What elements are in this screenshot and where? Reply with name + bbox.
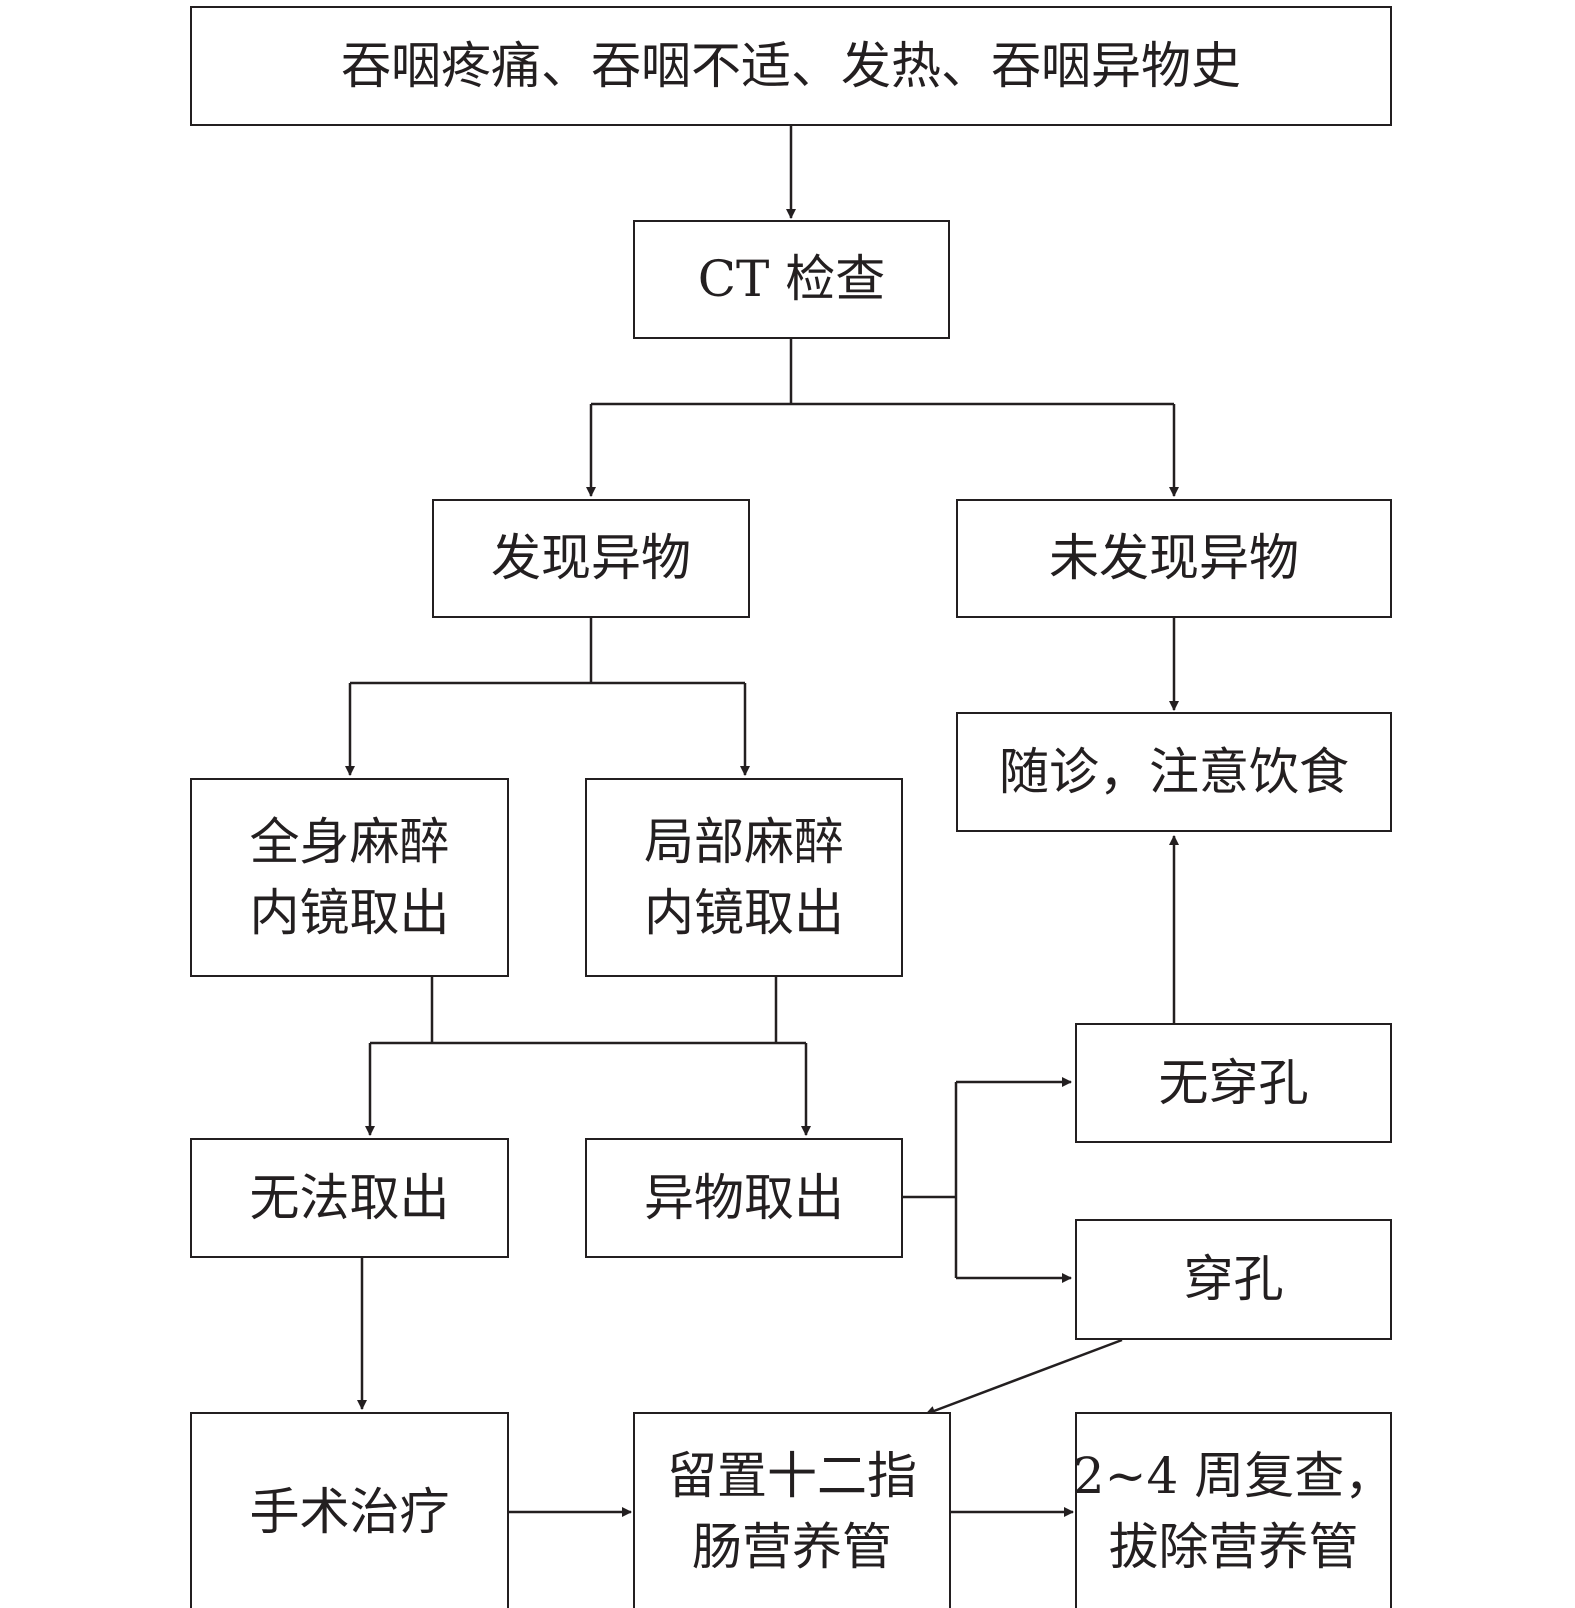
cannot-remove-box: 无法取出 xyxy=(190,1138,509,1258)
follow-up-diet-box: 随诊，注意饮食 xyxy=(956,712,1392,832)
duodenal-tube-line1: 留置十二指 xyxy=(667,1447,917,1505)
symptoms-box: 吞咽疼痛、吞咽不适、发热、吞咽异物史 xyxy=(190,6,1392,126)
no-perforation-text: 无穿孔 xyxy=(1158,1053,1309,1112)
general-anesthesia-endoscopy-box: 全身麻醉 内镜取出 xyxy=(190,778,509,977)
recheck-remove-tube-box: 2~4 周复查， 拔除营养管 xyxy=(1072,1412,1395,1608)
foreign-body-removed-box: 异物取出 xyxy=(585,1138,903,1258)
no-perforation-box: 无穿孔 xyxy=(1075,1023,1392,1143)
follow-up-diet-text: 随诊，注意饮食 xyxy=(999,742,1349,801)
general-anesthesia-line2: 内镜取出 xyxy=(249,883,450,942)
arrow-perforation-to-tube xyxy=(925,1338,1123,1416)
foreign-body-found-box: 发现异物 xyxy=(432,499,750,618)
surgery-text: 手术治疗 xyxy=(249,1482,450,1541)
no-foreign-body-box: 未发现异物 xyxy=(956,499,1392,618)
local-anesthesia-line1: 局部麻醉 xyxy=(644,812,844,871)
foreign-body-found-text: 发现异物 xyxy=(491,529,691,587)
perforation-box: 穿孔 xyxy=(1075,1219,1392,1340)
duodenal-tube-line2: 肠营养管 xyxy=(692,1518,892,1576)
recheck-line1: 2~4 周复查， xyxy=(1072,1447,1395,1505)
no-foreign-body-text: 未发现异物 xyxy=(1049,529,1299,587)
perforation-text: 穿孔 xyxy=(1183,1250,1284,1308)
local-anesthesia-endoscopy-box: 局部麻醉 内镜取出 xyxy=(585,778,903,977)
recheck-line2: 拔除营养管 xyxy=(1108,1518,1359,1576)
foreign-body-removed-text: 异物取出 xyxy=(644,1168,844,1227)
ct-exam-box: CT 检查 xyxy=(633,220,950,339)
symptoms-text: 吞咽疼痛、吞咽不适、发热、吞咽异物史 xyxy=(341,36,1241,95)
surgery-box: 手术治疗 xyxy=(190,1412,509,1608)
cannot-remove-text: 无法取出 xyxy=(249,1168,450,1227)
ct-exam-text: CT 检查 xyxy=(697,250,886,308)
duodenal-tube-box: 留置十二指 肠营养管 xyxy=(633,1412,951,1608)
general-anesthesia-line1: 全身麻醉 xyxy=(249,812,450,871)
local-anesthesia-line2: 内镜取出 xyxy=(644,883,844,942)
